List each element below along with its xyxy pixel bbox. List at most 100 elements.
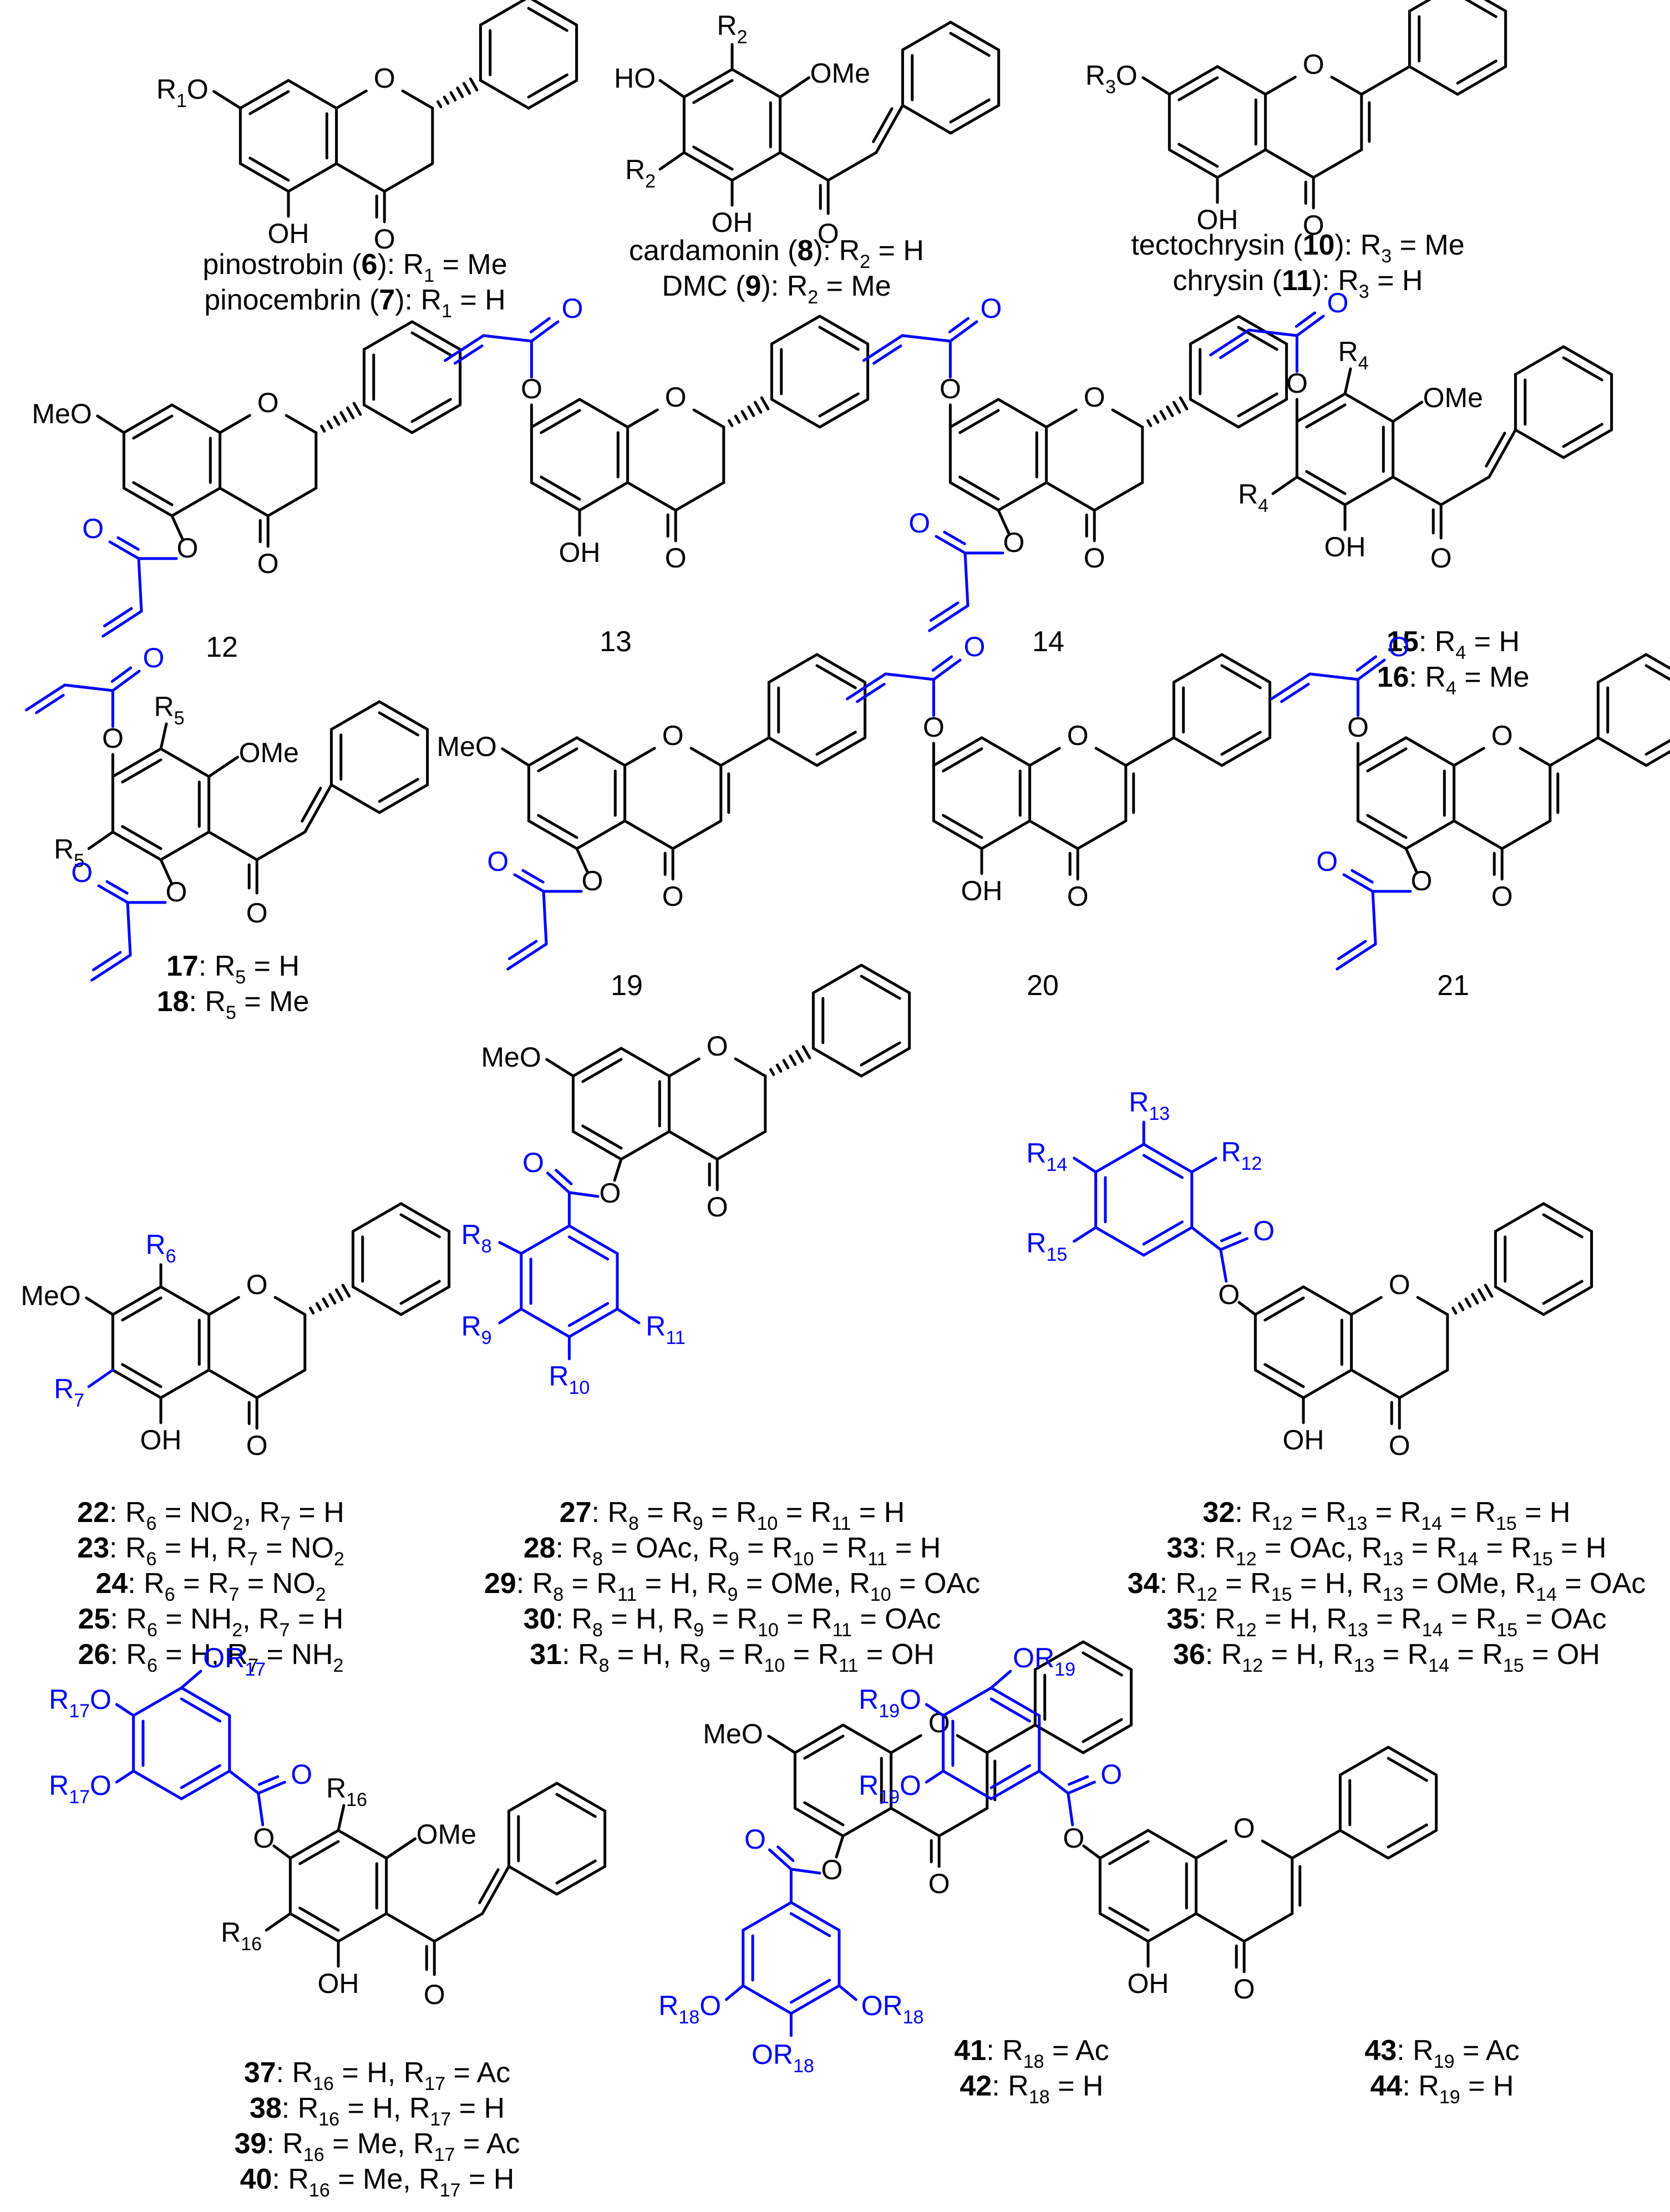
- meo-label: MeO: [21, 1280, 80, 1311]
- r2-label: R2: [717, 10, 747, 48]
- acrylate-carbonyl-oxygen: O: [143, 642, 165, 673]
- acrylate-carbonyl-oxygen: O: [71, 857, 93, 888]
- r1o-label: R1O: [156, 74, 209, 111]
- r16-label: R16: [221, 1917, 262, 1955]
- carbonyl-oxygen: O: [1491, 881, 1513, 912]
- caption-line: pinostrobin (6): R1 = Me: [202, 248, 507, 286]
- meo-label: MeO: [703, 1718, 763, 1749]
- r4-label: R4: [1238, 479, 1268, 516]
- carbonyl-oxygen: O: [1084, 542, 1105, 574]
- r4-label: R4: [1338, 336, 1368, 374]
- carbonyl-oxygen: O: [246, 897, 268, 929]
- caption-line: 19: [611, 970, 643, 1002]
- r13-label: R13: [1129, 1087, 1170, 1124]
- caption-line: 14: [1032, 626, 1064, 658]
- or18-label: OR18: [861, 1990, 924, 2028]
- ester-oxygen: O: [923, 712, 945, 743]
- r3o-label: R3O: [1085, 60, 1138, 98]
- caption-line: 24: R6 = R7 = NO2: [95, 1567, 326, 1605]
- caption-line: tectochrysin (10): R3 = Me: [1131, 229, 1464, 267]
- caption-line: 30: R8 = H, R9 = R10 = R11 = OAc: [524, 1603, 941, 1641]
- carbonyl-oxygen: O: [662, 881, 684, 912]
- r5-label: R5: [154, 691, 184, 729]
- or18-label: OR18: [752, 2039, 814, 2077]
- ring-oxygen: O: [257, 387, 279, 418]
- r18o-label: R18O: [658, 1990, 721, 2028]
- ester-oxygen: O: [1347, 712, 1369, 743]
- meo-label: MeO: [436, 731, 496, 762]
- or19-label: OR19: [1013, 1642, 1075, 1680]
- caption-line: 39: R16 = Me, R17 = Ac: [234, 2128, 520, 2165]
- carbonyl-oxygen: O: [1303, 210, 1324, 241]
- carbonyl-oxygen: O: [246, 1430, 268, 1461]
- acrylate-carbonyl-oxygen: O: [487, 846, 509, 877]
- ring-oxygen: O: [374, 63, 395, 94]
- oh-label: OH: [140, 1424, 182, 1455]
- carbonyl-oxygen: O: [928, 1868, 950, 1899]
- acrylate-carbonyl-oxygen: O: [964, 631, 986, 662]
- ring-oxygen: O: [665, 382, 687, 413]
- caption-line: 35: R12 = H, R13 = R14 = R15 = OAc: [1167, 1603, 1607, 1641]
- ester-oxygen: O: [1411, 865, 1433, 896]
- galloyl-carbonyl-oxygen: O: [744, 1824, 766, 1855]
- r10-label: R10: [549, 1361, 590, 1398]
- caption-line: 28: R8 = OAc, R9 = R10 = R11 = H: [524, 1532, 941, 1570]
- oh-label: OH: [1283, 1424, 1324, 1455]
- carbonyl-oxygen: O: [1234, 1973, 1255, 2005]
- r2-label: R2: [625, 154, 656, 192]
- caption-line: 44: R19 = H: [1370, 2070, 1514, 2108]
- benzoyl-carbonyl-oxygen: O: [1253, 1215, 1275, 1246]
- caption-line: pinocembrin (7): R1 = H: [204, 284, 506, 322]
- carbonyl-oxygen: O: [1430, 542, 1452, 574]
- oh-label: OH: [961, 875, 1003, 906]
- ester-oxygen: O: [1063, 1823, 1084, 1854]
- caption-line: 22: R6 = NO2, R7 = H: [77, 1496, 344, 1534]
- oh-label: OH: [1324, 531, 1366, 562]
- carbonyl-oxygen: O: [374, 224, 395, 255]
- r9-label: R9: [461, 1311, 491, 1348]
- caption-line: 41: R18 = Ac: [954, 2035, 1109, 2072]
- caption-line: chrysin (11): R3 = H: [1172, 265, 1423, 302]
- ring-oxygen: O: [662, 720, 684, 751]
- r17o-label: R17O: [49, 1684, 111, 1722]
- oh-label: OH: [559, 537, 601, 568]
- r16-label: R16: [326, 1773, 367, 1810]
- acrylate-carbonyl-oxygen: O: [82, 513, 104, 544]
- ester-oxygen: O: [102, 723, 124, 754]
- acrylate-carbonyl-oxygen: O: [981, 293, 1002, 324]
- ester-oxygen: O: [1003, 527, 1025, 558]
- caption-line: 31: R8 = H, R9 = R10 = R11 = OH: [530, 1638, 934, 1676]
- caption-line: 18: R5 = Me: [157, 986, 309, 1023]
- oh-label: OH: [1128, 1968, 1169, 1999]
- oh-label: OH: [268, 218, 309, 249]
- carbonyl-oxygen: O: [707, 1191, 728, 1222]
- ester-oxygen: O: [177, 532, 199, 564]
- benzoyl-carbonyl-oxygen: O: [522, 1147, 544, 1178]
- caption-line: 37: R16 = H, R17 = Ac: [244, 2057, 510, 2094]
- carbonyl-oxygen: O: [424, 1979, 445, 2010]
- oh-label: OH: [318, 1968, 359, 1999]
- caption-line: 38: R16 = H, R17 = H: [250, 2092, 505, 2130]
- ester-oxygen: O: [166, 876, 187, 907]
- caption-line: 27: R8 = R9 = R10 = R11 = H: [560, 1496, 905, 1534]
- ester-oxygen: O: [1286, 368, 1308, 399]
- ester-oxygen: O: [1218, 1279, 1240, 1310]
- caption-line: 25: R6 = NH2, R7 = H: [78, 1603, 344, 1641]
- caption-line: 23: R6 = H, R7 = NO2: [77, 1532, 344, 1570]
- caption-line: 33: R12 = OAc, R13 = R14 = R15 = H: [1167, 1532, 1607, 1570]
- r8-label: R8: [461, 1219, 491, 1257]
- ring-oxygen: O: [1234, 1813, 1255, 1844]
- carbonyl-oxygen: O: [1389, 1430, 1410, 1461]
- r17o-label: R17O: [49, 1770, 111, 1808]
